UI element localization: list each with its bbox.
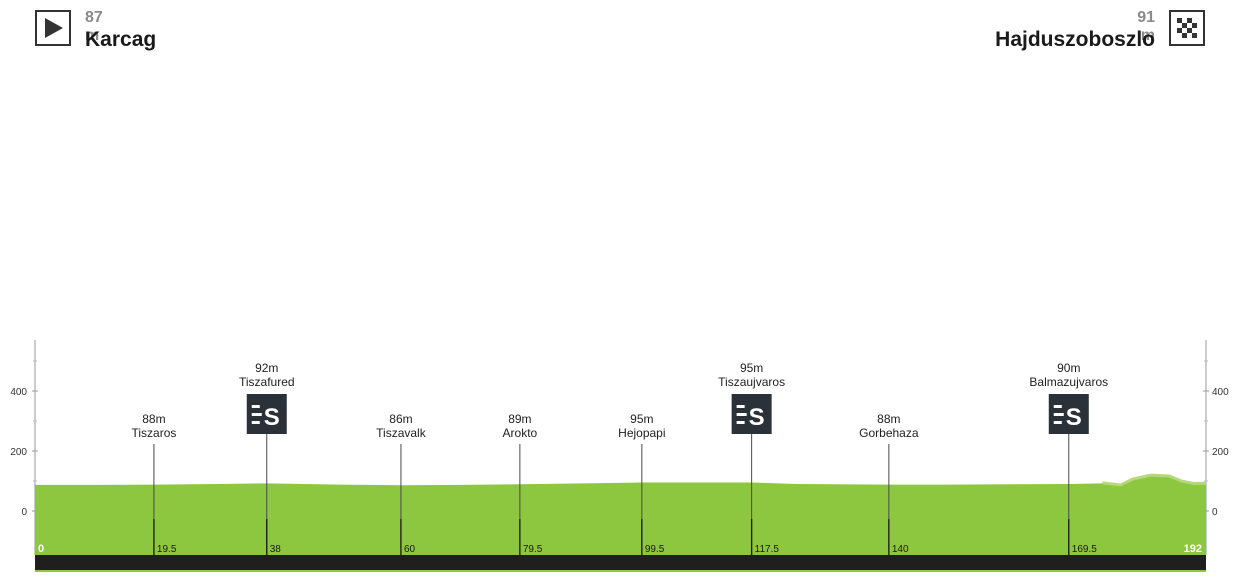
finish-town: Hajduszoboszlo — [995, 28, 1155, 51]
y-tick-label-left: 400 — [10, 387, 27, 398]
sprint-icon-letter: S — [749, 404, 765, 431]
point-altitude: 89m — [508, 412, 531, 426]
point-km-label: 38 — [270, 544, 282, 555]
start-altitude: 87 m — [85, 9, 103, 44]
play-triangle-icon — [35, 10, 71, 46]
sprint-icon-stripe — [251, 413, 262, 416]
point-name: Tiszafured — [239, 375, 295, 389]
point-altitude: 86m — [389, 412, 412, 426]
sprint-icon-letter: S — [264, 404, 280, 431]
distance-bar-edge — [35, 570, 1206, 572]
point-altitude: 95m — [740, 361, 763, 375]
point-name: Arokto — [503, 426, 538, 440]
finish-altitude: 91 m — [1137, 9, 1155, 44]
point-km-label: 140 — [892, 544, 909, 555]
sprint-icon-stripe — [1053, 421, 1062, 424]
sprint-icon-stripe — [1053, 413, 1064, 416]
point-altitude: 90m — [1057, 361, 1080, 375]
checkered-flag-icon — [1169, 10, 1205, 46]
y-tick-label-left: 0 — [21, 507, 27, 518]
sprint-icon-stripe — [251, 405, 260, 408]
point-km-label: 19.5 — [157, 544, 177, 555]
point-km-label: 99.5 — [645, 544, 665, 555]
elevation-profile-area — [35, 475, 1206, 555]
point-name: Balmazujvaros — [1029, 375, 1108, 389]
sprint-icon: S — [731, 394, 772, 434]
sprint-icon-stripe — [251, 421, 260, 424]
point-altitude: 88m — [142, 412, 165, 426]
y-tick-label-right: 0 — [1212, 507, 1218, 518]
sprint-icon: S — [246, 394, 287, 434]
point-name: Gorbehaza — [859, 426, 919, 440]
point-name: Tiszaros — [131, 426, 176, 440]
sprint-icon-stripe — [736, 413, 747, 416]
sprint-icon-stripe — [1053, 405, 1062, 408]
sprint-icon-stripe — [736, 421, 745, 424]
point-altitude: 92m — [255, 361, 278, 375]
point-km-label: 60 — [404, 544, 416, 555]
point-km-label: 79.5 — [523, 544, 543, 555]
distance-bar — [35, 555, 1206, 571]
km-end-label: 192 — [1184, 543, 1202, 555]
point-name: Tiszavalk — [376, 426, 427, 440]
elevation-hill-area — [1102, 473, 1207, 487]
y-tick-label-left: 200 — [10, 447, 27, 458]
y-tick-label-right: 200 — [1212, 447, 1229, 458]
start-town: Karcag — [85, 28, 157, 51]
sprint-icon-stripe — [736, 405, 745, 408]
point-altitude: 88m — [877, 412, 900, 426]
point-km-label: 117.5 — [755, 544, 780, 555]
km-start-label: 0 — [38, 543, 44, 555]
sprint-icon: S — [1048, 394, 1089, 434]
point-altitude: 95m — [630, 412, 653, 426]
point-name: Tiszaujvaros — [718, 375, 785, 389]
point-name: Hejopapi — [618, 426, 665, 440]
sprint-icon-letter: S — [1066, 404, 1082, 431]
y-tick-label-right: 400 — [1212, 387, 1229, 398]
point-km-label: 169.5 — [1072, 544, 1097, 555]
